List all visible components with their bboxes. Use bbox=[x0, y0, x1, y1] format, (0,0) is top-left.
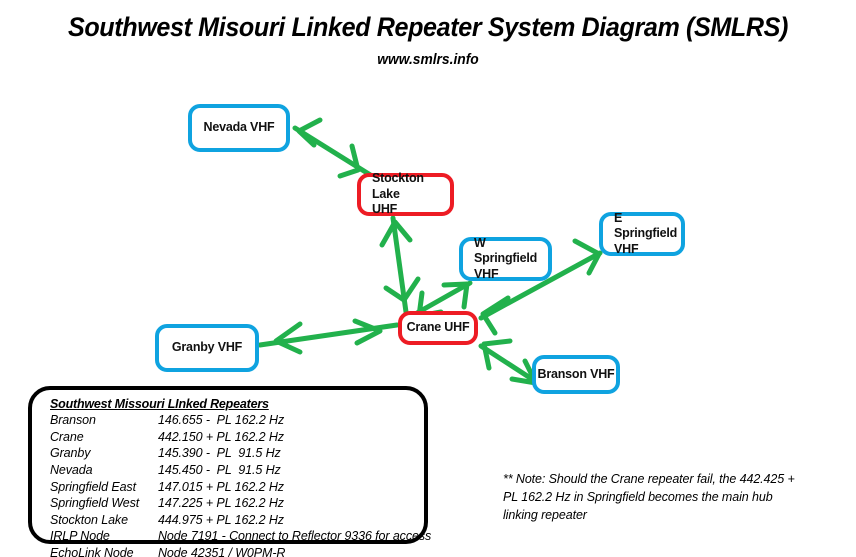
node-label-granby: Granby VHF bbox=[171, 340, 243, 355]
node-e-springfield[interactable]: E Springfield VHF bbox=[599, 210, 685, 256]
legend-repeater-name: Springfield West bbox=[50, 496, 140, 511]
node-crane[interactable]: Crane UHF bbox=[398, 311, 478, 345]
node-label-crane: Crane UHF bbox=[406, 320, 470, 335]
legend-repeater-value: 146.655 - PL 162.2 Hz bbox=[158, 413, 285, 427]
legend-repeater-value: 145.390 - PL 91.5 Hz bbox=[158, 446, 281, 461]
legend-row: Springfield East 147.015 + PL 162.2 Hz bbox=[50, 479, 424, 496]
legend-repeater-value: 444.975 + PL 162.2 Hz bbox=[158, 512, 284, 527]
node-granby[interactable]: Granby VHF bbox=[155, 324, 259, 372]
website-subtitle: www.smlrs.info bbox=[377, 51, 479, 68]
legend-row: Springfield West 147.225 + PL 162.2 Hz bbox=[50, 495, 424, 512]
legend-row: Stockton Lake 444.975 + PL 162.2 Hz bbox=[50, 512, 424, 529]
legend-rows: Branson 146.655 - PL 162.2 Hz Crane 442.150… bbox=[50, 412, 431, 557]
legend-row: Nevada 145.450 - PL 91.5 Hz bbox=[50, 462, 424, 479]
legend-repeater-name: Springfield East bbox=[50, 479, 136, 494]
failover-note: ** Note: Should the Crane repeater fail,… bbox=[503, 472, 795, 523]
link-crane-branson bbox=[478, 338, 541, 386]
legend-row: IRLP Node Node 7191 - Connect to Reflecto… bbox=[50, 528, 431, 545]
repeater-legend: Southwest Missouri LInked Repeaters Bran… bbox=[28, 386, 431, 557]
legend-repeater-name: Stockton Lake bbox=[50, 512, 128, 527]
link-granby-crane bbox=[257, 318, 400, 355]
node-nevada[interactable]: Nevada VHF bbox=[188, 104, 290, 152]
node-label-w-springfield: W Springfield VHF bbox=[474, 235, 538, 281]
legend-repeater-name: Branson bbox=[50, 413, 96, 427]
legend-title: Southwest Missouri LInked Repeaters bbox=[50, 397, 269, 411]
node-label-e-springfield: E Springfield VHF bbox=[614, 210, 678, 256]
node-label-stockton-lake: Stockton Lake UHF bbox=[372, 171, 424, 217]
link-stockton-crane bbox=[379, 215, 421, 315]
legend-row: EchoLink Node Node 42351 / W0PM-R bbox=[50, 545, 424, 557]
legend-repeater-value: Node 7191 - Connect to Reflector 9336 fo… bbox=[158, 529, 432, 544]
legend-repeater-value: 442.150 + PL 162.2 Hz bbox=[158, 429, 284, 444]
legend-repeater-value: 147.225 + PL 162.2 Hz bbox=[158, 496, 284, 511]
legend-repeater-name: IRLP Node bbox=[50, 529, 110, 544]
legend-repeater-name: Granby bbox=[50, 446, 91, 461]
node-label-nevada: Nevada VHF bbox=[203, 120, 275, 135]
legend-repeater-name: Crane bbox=[50, 429, 84, 444]
legend-repeater-value: 147.015 + PL 162.2 Hz bbox=[158, 479, 284, 494]
legend-row: Granby 145.390 - PL 91.5 Hz bbox=[50, 445, 424, 462]
page-title: Southwest Misouri Linked Repeater System… bbox=[67, 12, 789, 42]
legend-repeater-name: EchoLink Node bbox=[50, 546, 134, 557]
legend-row: Crane 442.150 + PL 162.2 Hz bbox=[50, 429, 424, 446]
node-label-branson: Branson VHF bbox=[537, 366, 615, 381]
legend-repeater-name: Nevada bbox=[50, 462, 93, 477]
legend-repeater-value: Node 42351 / W0PM-R bbox=[158, 546, 286, 557]
node-branson[interactable]: Branson VHF bbox=[532, 355, 620, 394]
link-crane-e-springfield bbox=[478, 238, 603, 336]
link-nevada-stockton bbox=[292, 117, 375, 179]
node-stockton-lake[interactable]: Stockton Lake UHF bbox=[357, 171, 454, 217]
node-w-springfield[interactable]: W Springfield VHF bbox=[459, 235, 552, 281]
legend-repeater-value: 145.450 - PL 91.5 Hz bbox=[158, 462, 281, 477]
legend-row: Branson 146.655 - PL 162.2 Hz bbox=[50, 412, 424, 429]
title-block: Southwest Misouri Linked Repeater System… bbox=[0, 12, 856, 68]
